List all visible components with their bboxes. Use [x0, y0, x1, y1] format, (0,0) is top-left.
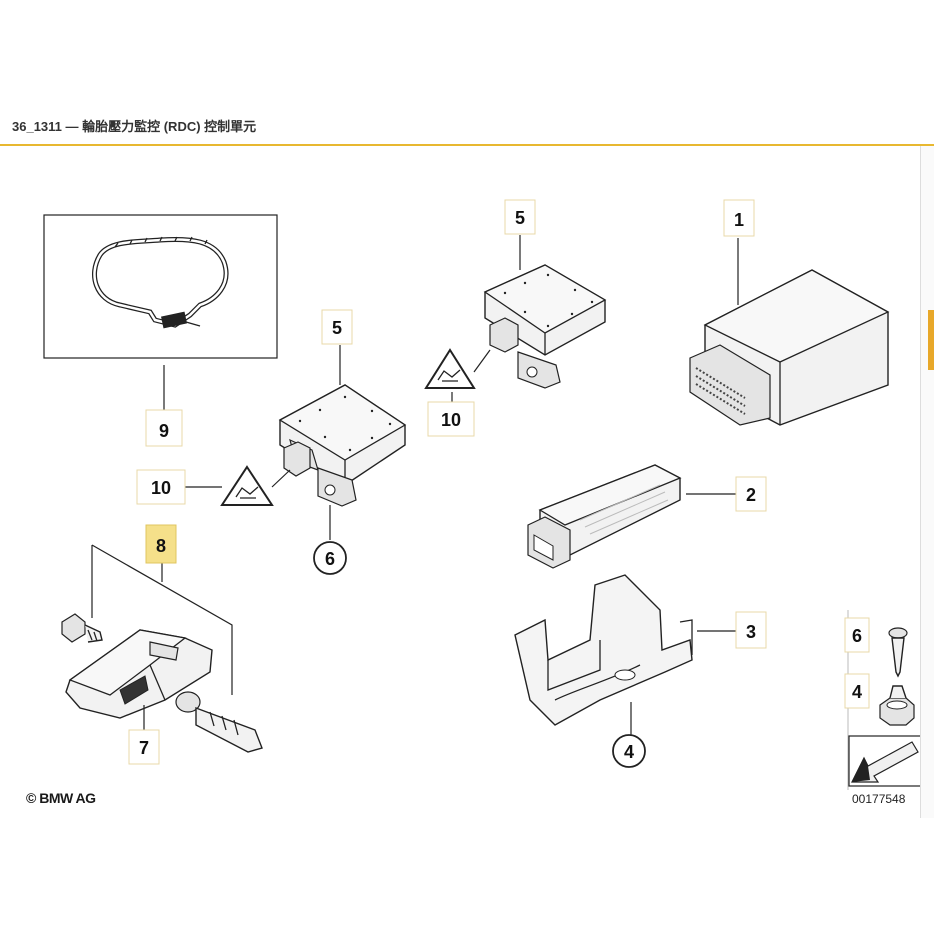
warning-triangle-icon	[424, 348, 476, 389]
callout-box-1	[723, 199, 755, 237]
callout-8: 8	[156, 536, 166, 556]
callout-box-10-right	[427, 401, 475, 437]
part-7-sensor	[65, 629, 213, 719]
callout-4-ring: 4	[624, 742, 634, 762]
callout-box-5-mid	[321, 309, 353, 345]
callout-box-10-left	[136, 469, 186, 505]
callout-box-3	[735, 611, 767, 649]
callout-9: 9	[159, 421, 169, 441]
part-valve	[175, 691, 263, 753]
callout-ring-6	[313, 541, 347, 575]
callout-box-8	[145, 524, 177, 564]
callout-4-side: 4	[852, 682, 862, 702]
callout-10-left: 10	[151, 478, 171, 498]
page-footer	[0, 818, 934, 934]
callout-6-ring: 6	[325, 549, 335, 569]
scrollbar-thumb[interactable]	[928, 310, 934, 370]
part-8-bracket-line	[91, 544, 233, 695]
callout-2: 2	[746, 485, 756, 505]
part-3-bracket	[514, 574, 693, 726]
part-5-module-top	[483, 264, 607, 389]
part-4-nut	[879, 685, 915, 726]
callout-7: 7	[139, 738, 149, 758]
callout-5-top: 5	[515, 208, 525, 228]
callout-6-side: 6	[852, 626, 862, 646]
callout-box-9	[145, 409, 183, 447]
page-header: 36_1311 — 輪胎壓力監控 (RDC) 控制單元	[0, 0, 934, 146]
callout-box-4-side	[844, 673, 870, 709]
callout-box-2	[735, 476, 767, 512]
callout-3: 3	[746, 622, 756, 642]
part-9-tire-inset	[43, 214, 278, 359]
part-5-module-middle	[278, 384, 407, 507]
callout-5-mid: 5	[332, 318, 342, 338]
callout-1: 1	[734, 210, 744, 230]
scrollbar-track[interactable]	[920, 146, 934, 818]
arrow-direction-icon	[848, 735, 922, 787]
copyright-label: © BMW AG	[26, 790, 96, 806]
callout-box-7	[128, 729, 160, 765]
callout-box-6-side	[844, 617, 870, 653]
callout-ring-4	[612, 734, 646, 768]
callout-10-right: 10	[441, 410, 461, 430]
diagram-id-label: 00177548	[852, 792, 906, 806]
part-6-screw	[888, 627, 908, 678]
warning-triangle-icon	[220, 465, 274, 506]
page-title: 36_1311 — 輪胎壓力監控 (RDC) 控制單元	[12, 119, 257, 134]
part-screw	[61, 613, 103, 643]
part-1-control-unit	[689, 269, 890, 426]
part-2-antenna	[527, 464, 682, 569]
header-divider	[0, 144, 934, 146]
callout-box-5-top	[504, 199, 536, 235]
